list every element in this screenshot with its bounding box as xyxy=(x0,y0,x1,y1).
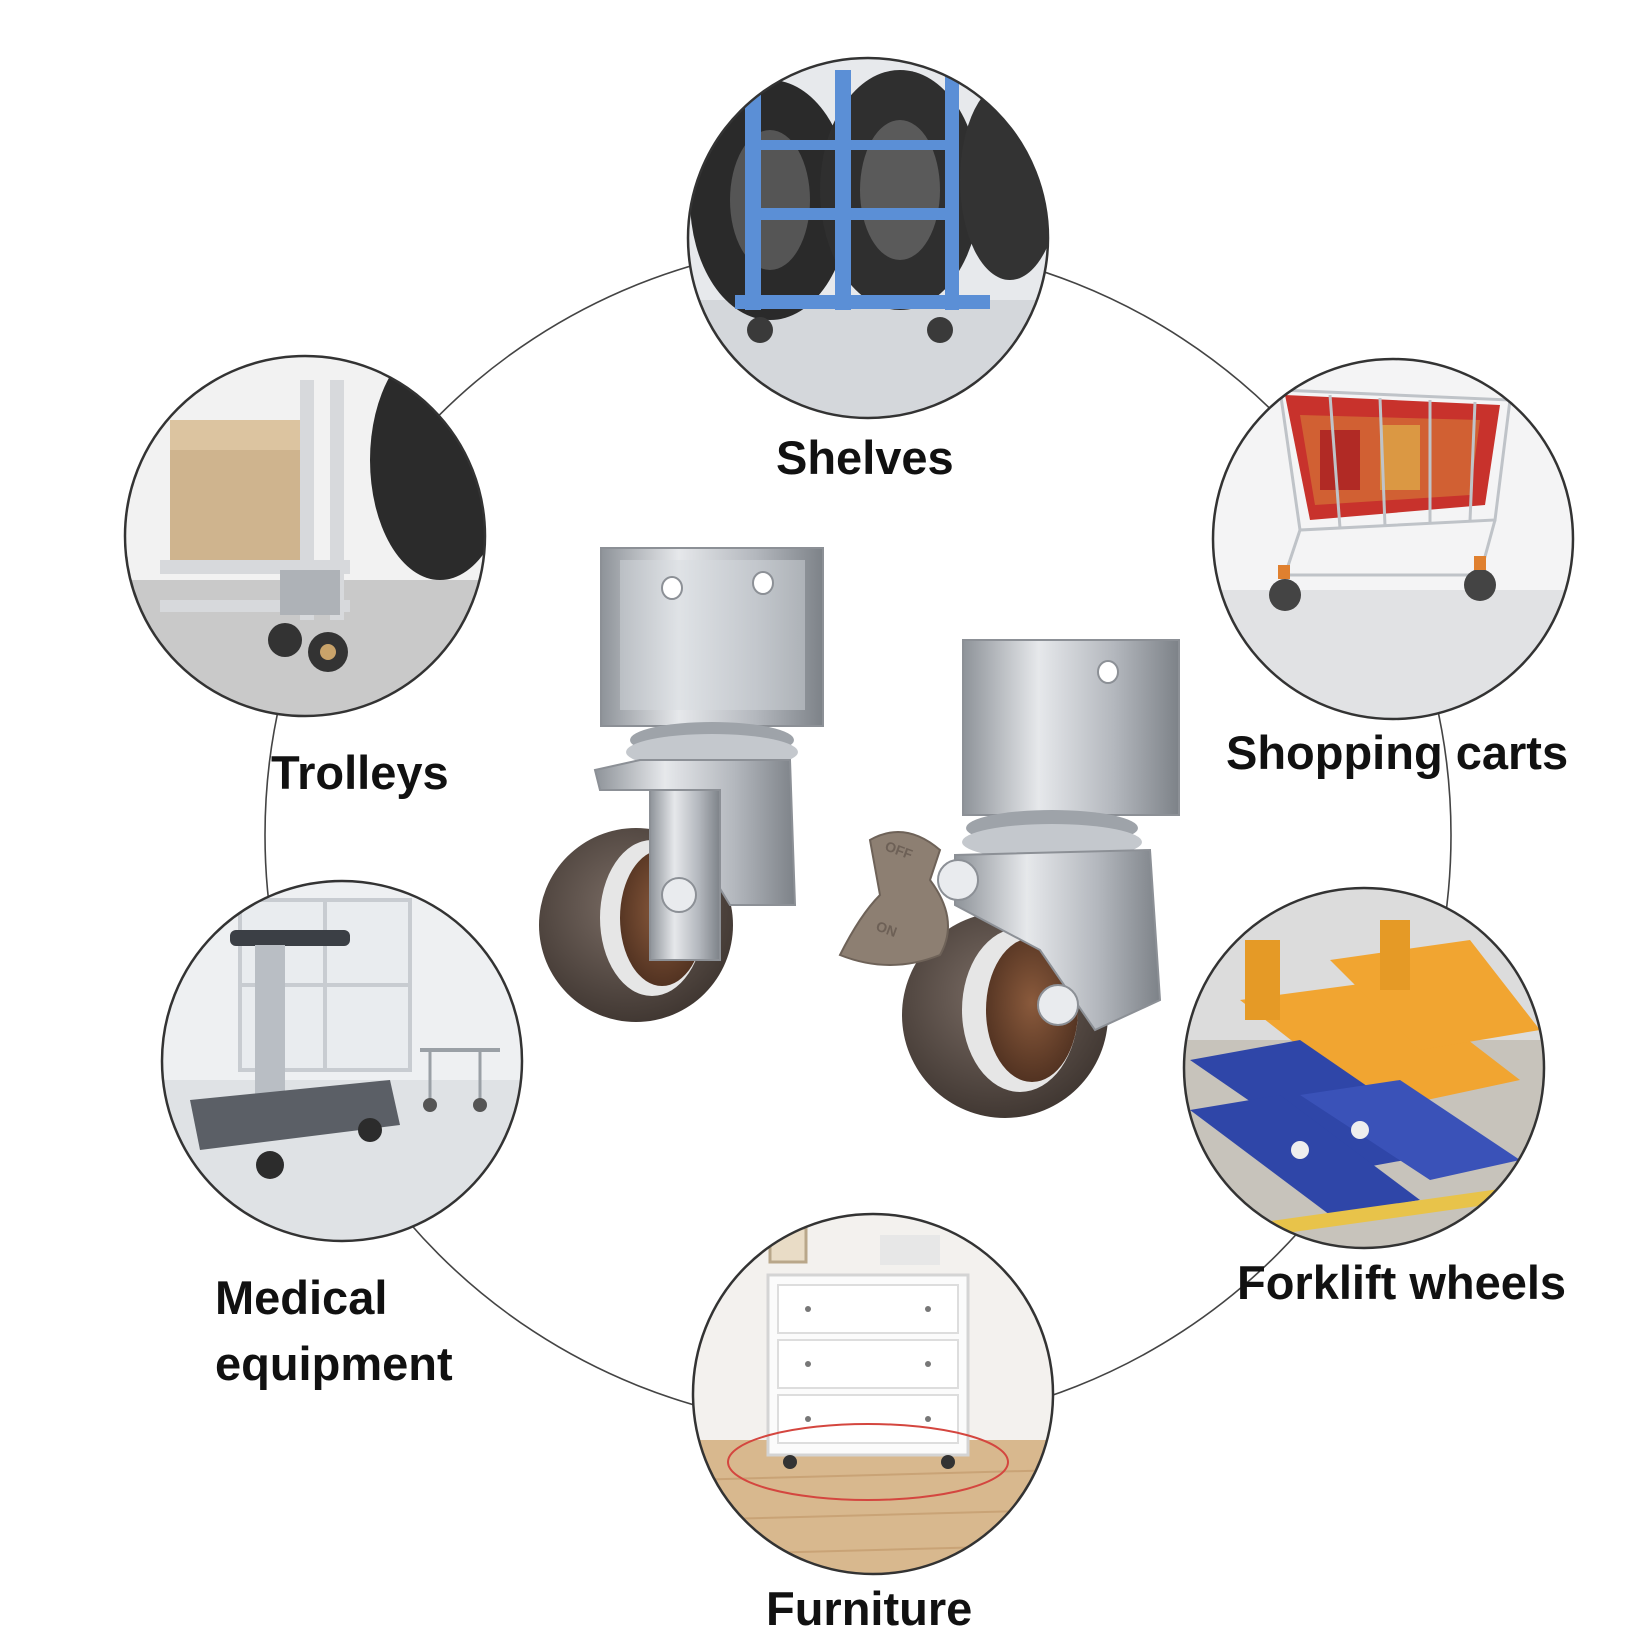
shelves-image xyxy=(686,56,1050,420)
shopping-carts-image xyxy=(1211,357,1575,721)
label-medical-line2: equipment xyxy=(215,1337,453,1390)
medical-equipment-image xyxy=(160,879,524,1243)
shopping-carts-photo-frame xyxy=(1211,357,1575,721)
label-medical-equipment: Medical equipment xyxy=(215,1265,515,1397)
trolleys-image xyxy=(123,354,487,718)
trolleys-photo-frame xyxy=(123,354,487,718)
medical-photo-frame xyxy=(160,879,524,1243)
shelves-photo-frame xyxy=(686,56,1050,420)
furniture-image xyxy=(691,1212,1055,1576)
label-furniture: Furniture xyxy=(766,1582,973,1635)
label-medical-line1: Medical xyxy=(215,1271,388,1324)
caster-wheel-with-brake: OFF ON xyxy=(838,639,1180,1118)
label-shelves: Shelves xyxy=(776,431,954,484)
caster-wheel-plain xyxy=(539,547,824,1022)
label-forklift-wheels: Forklift wheels xyxy=(1237,1256,1567,1309)
label-trolleys: Trolleys xyxy=(271,746,449,799)
brake-pedal xyxy=(838,831,949,966)
brake-on-text: ON xyxy=(874,918,899,940)
forklift-photo-frame xyxy=(1182,886,1546,1250)
label-shopping-carts: Shopping carts xyxy=(1226,726,1569,779)
forklift-wheels-image xyxy=(1182,886,1546,1250)
furniture-photo-frame xyxy=(691,1212,1055,1576)
